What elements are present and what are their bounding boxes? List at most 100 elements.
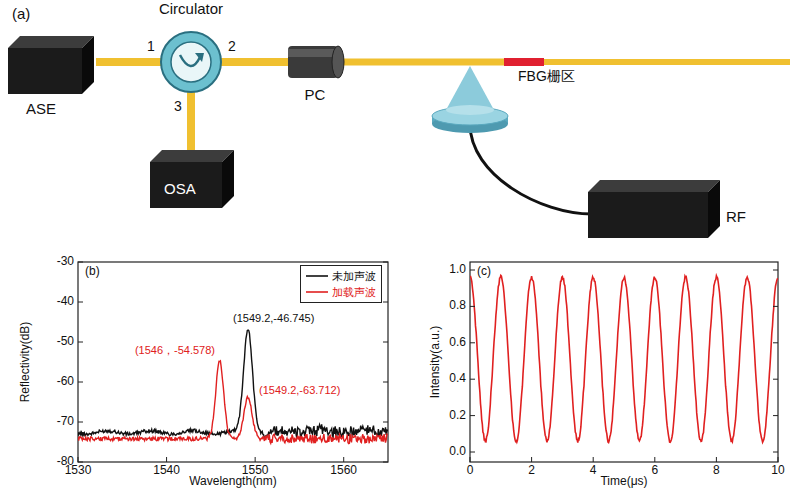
node-label: Circulator [159,0,223,18]
tick-label: 0.4 [449,372,466,386]
circulator-arrowhead [195,53,204,62]
tick-label: 2 [528,464,535,478]
tick-mark [78,422,83,423]
tick-label: 1540 [153,464,180,478]
tick-label: 0.0 [449,445,466,459]
tick-mark [383,302,388,303]
legend-line-sample [306,271,328,281]
tick-mark [470,270,475,271]
tick-mark [773,379,778,380]
tick-mark [773,270,778,271]
box-front-face [150,162,222,208]
tick-mark [654,457,655,462]
tick-mark [593,457,594,462]
tick-mark [778,457,779,462]
circulator: Circulator [153,0,229,96]
tick-mark [383,462,388,463]
tick-mark [470,452,475,453]
tick-label: 1.0 [449,263,466,277]
tick-label: 0.2 [449,409,466,423]
tick-mark [773,452,778,453]
tick-label: 0.6 [449,336,466,350]
panel-label: 3 [174,98,182,114]
tick-mark [383,422,388,423]
tick-mark [78,382,83,383]
spectrum-curve-black [78,330,388,438]
polarization-controller: PC [282,40,348,108]
tick-label: 1530 [65,464,92,478]
tick-mark [470,379,475,380]
legend-text: 加载声波 [332,285,376,300]
tick-mark [255,457,256,462]
spectrum-curve-red [78,361,388,444]
tick-mark [383,342,388,343]
tick-label: 0.8 [449,299,466,313]
tick-mark [773,342,778,343]
box-front-face [8,48,82,94]
tick-mark [78,457,79,462]
plot-frame [470,262,778,462]
axis-title: Intensity(a.u.) [429,326,443,399]
tick-mark [78,342,83,343]
box-top-face [588,180,720,192]
axis-title: Reflectivity(dB) [19,322,33,403]
rf-cable [470,124,592,214]
panel-label: 2 [228,38,236,54]
box-side-face [708,180,720,238]
legend-row: 加载声波 [306,284,376,300]
pc-end [332,46,344,78]
intensity-curve [470,276,778,443]
box-side-face [82,36,94,94]
node-shape [588,180,750,242]
optical-fiber [187,86,195,152]
optical-fiber [219,58,288,66]
grating-bar [504,58,544,66]
tick-mark [78,302,83,303]
node-label: OSA [164,180,196,198]
tick-label: 4 [590,464,597,478]
tick-label: 6 [651,464,658,478]
tick-mark [470,457,471,462]
pc-body [288,46,338,78]
tick-label: 0 [467,464,474,478]
legend-line [306,275,328,277]
horn-base [446,105,494,115]
tick-label: 1560 [330,464,357,478]
box-side-face [222,150,234,208]
tick-mark [343,457,344,462]
peak-annotation: (1549.2,-46.745) [232,312,315,325]
panel-label: (b) [84,265,101,279]
tick-label: -70 [57,415,74,429]
box-top-face [150,150,234,162]
fbg-grating-region: FBG栅区 [504,52,604,92]
light-source-box: ASE [8,36,100,122]
node-label: ASE [26,100,56,118]
node-label: RF [726,208,746,226]
legend-line [306,291,328,293]
pc-highlight [288,49,338,57]
box-front-face [588,192,708,238]
panel-label: (a) [12,5,30,22]
panel-label: (c) [476,265,492,279]
plot-frame [78,262,388,462]
peak-annotation: (1549.2,-63.712) [258,384,341,397]
acoustic-horn [446,66,494,110]
optical-fiber [96,58,163,66]
tick-mark [78,262,83,263]
tick-mark [383,382,388,383]
tick-label: 1550 [242,464,269,478]
panel-label: 1 [147,38,155,54]
spectrum-analyzer-box: OSA [150,150,238,212]
tick-mark [716,457,717,462]
tick-label: 10 [771,464,784,478]
tick-mark [78,462,83,463]
optical-fiber [342,59,504,66]
node-label: FBG栅区 [518,68,575,85]
axis-title: Wavelength(nm) [189,475,277,489]
tick-mark [531,457,532,462]
rf-source-box: RF [588,180,750,242]
node-label: PC [305,86,326,104]
